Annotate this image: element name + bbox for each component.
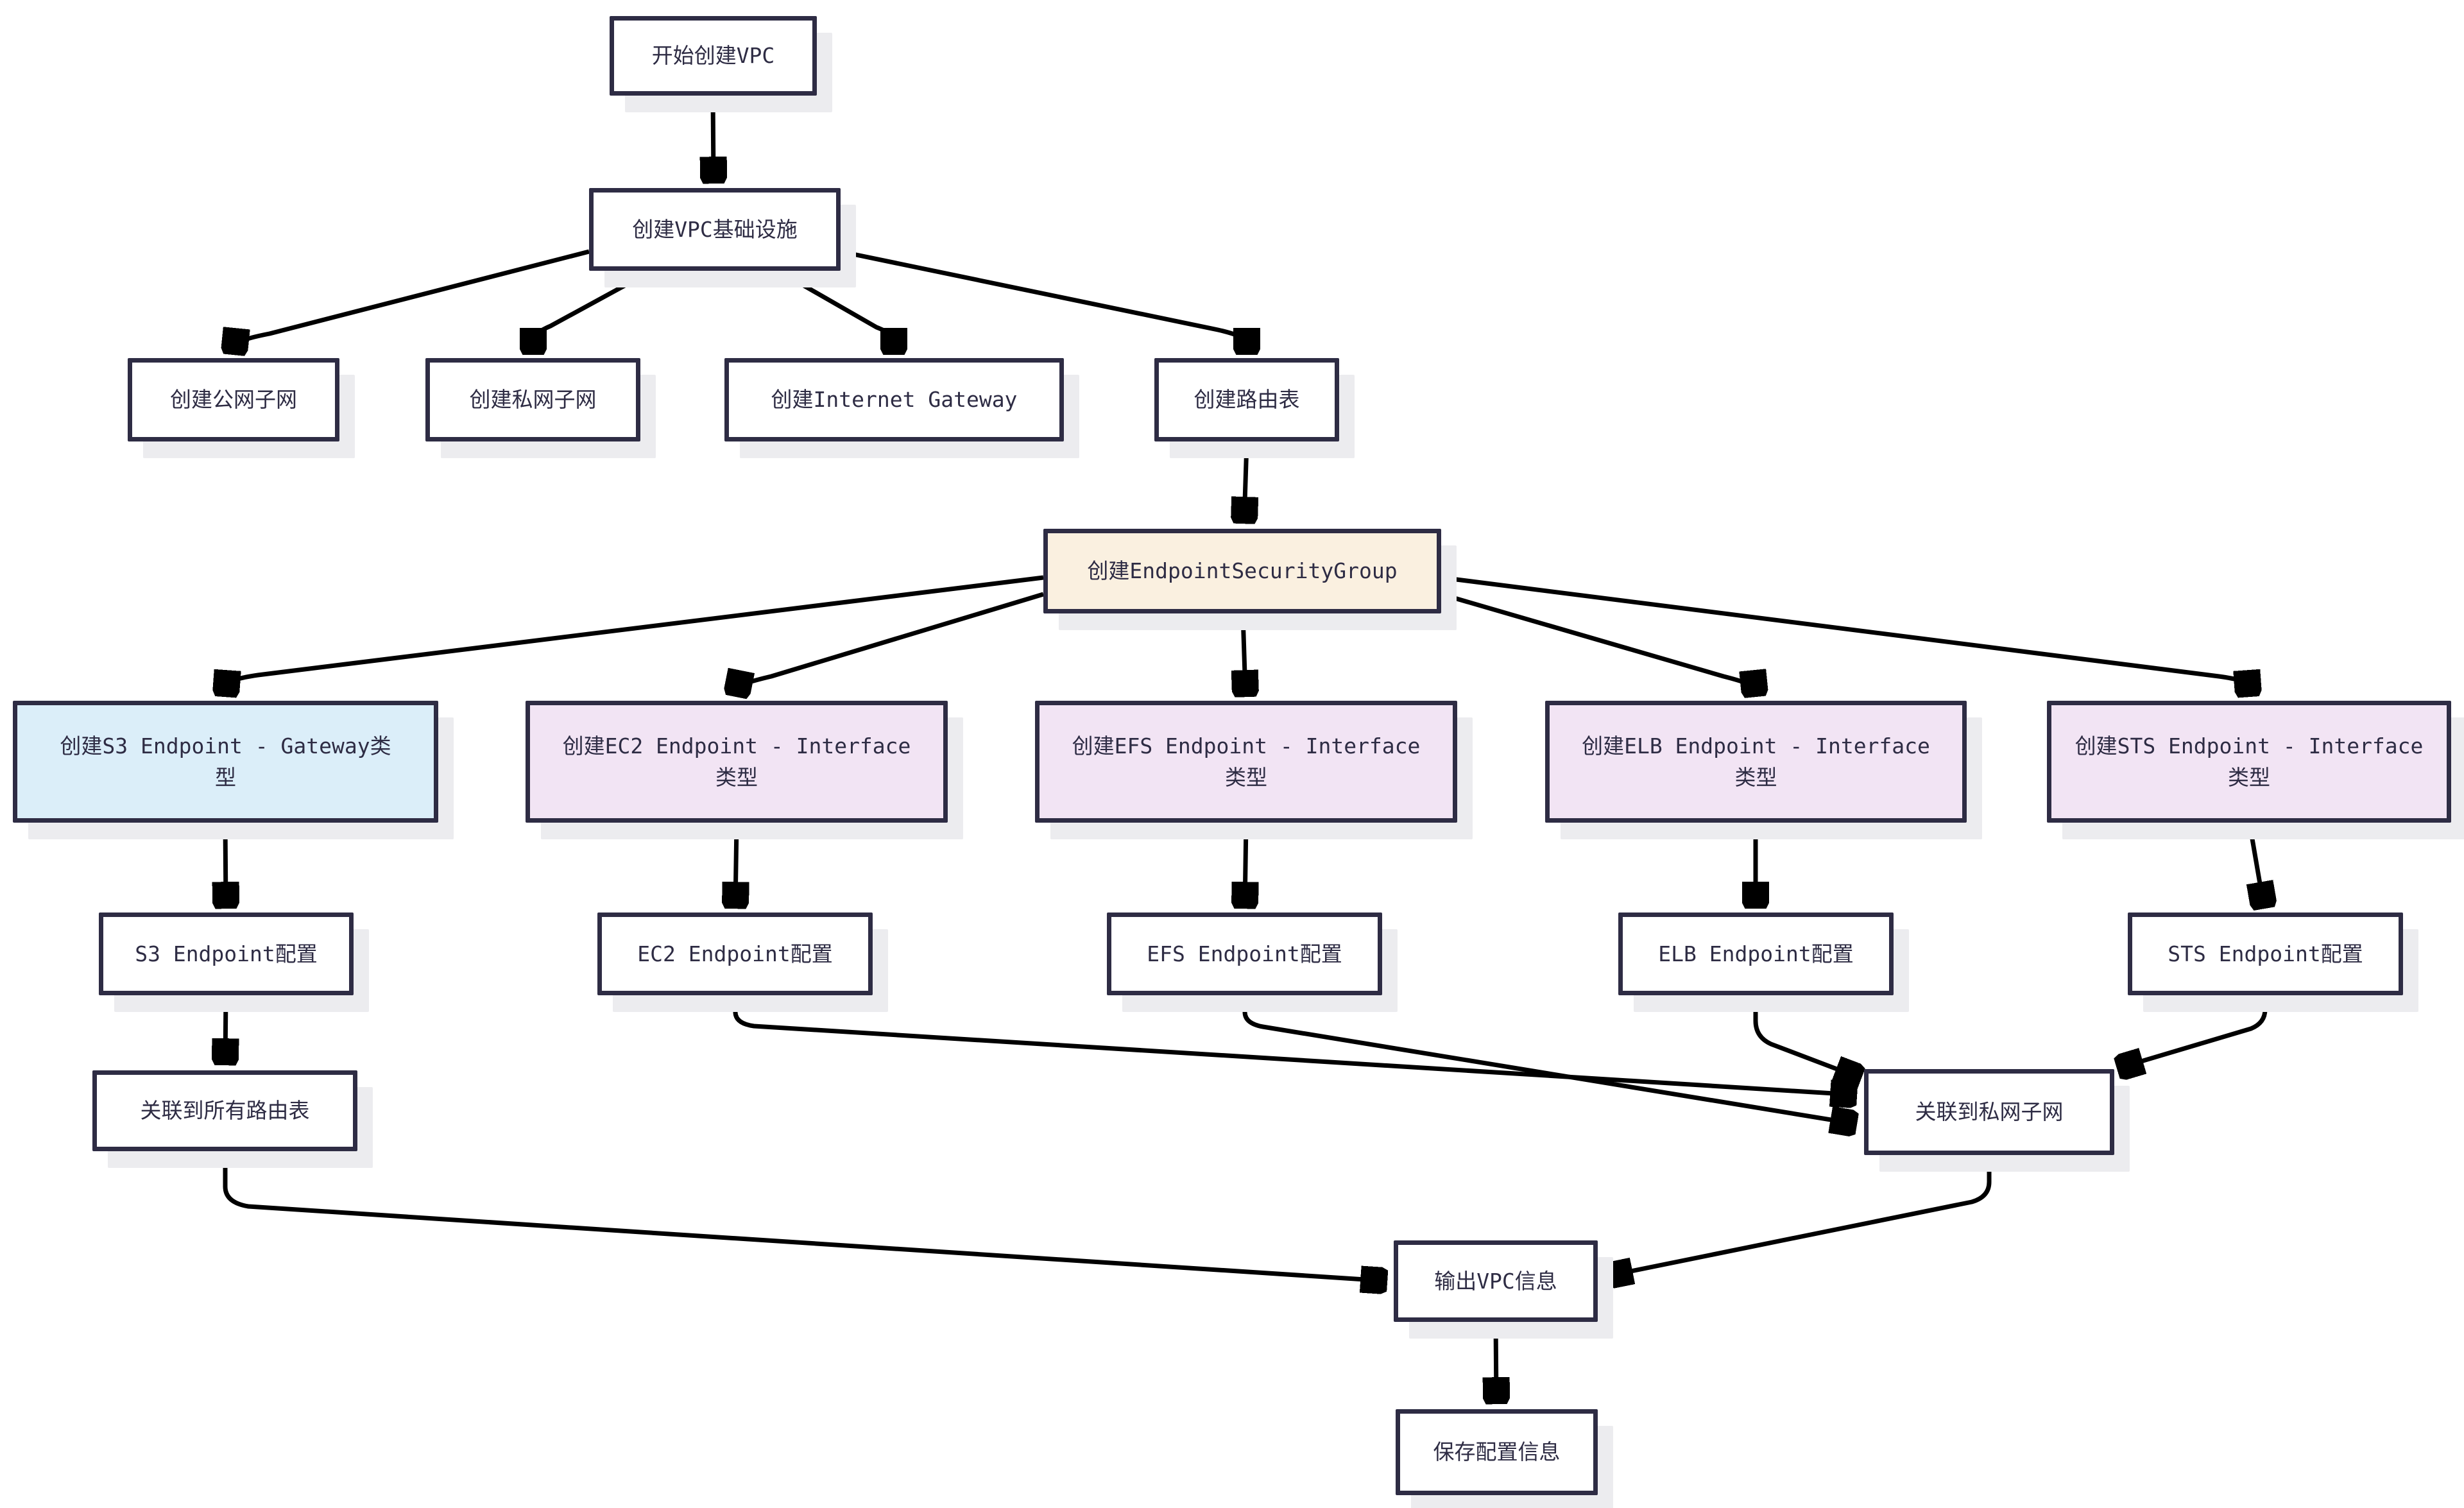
- node-internet-gateway: 创建Internet Gateway: [724, 358, 1064, 441]
- edge-s3-endpoint-to-s3-config: [225, 823, 226, 906]
- edge-endpoint-sg-to-elb-endpoint: [1441, 592, 1755, 694]
- edge-sts-config-to-assoc-private-subnet: [2119, 997, 2268, 1068]
- node-sts-endpoint: 创建STS Endpoint - Interface 类型: [2047, 701, 2451, 823]
- node-ec2-endpoint: 创建EC2 Endpoint - Interface 类型: [526, 701, 948, 823]
- edge-elb-config-to-assoc-private-subnet: [1753, 997, 1859, 1077]
- node-route-table: 创建路由表: [1154, 358, 1339, 441]
- node-public-subnet: 创建公网子网: [128, 358, 339, 441]
- edge-endpoint-sg-to-s3-endpoint: [226, 575, 1044, 694]
- node-vpc-infra: 创建VPC基础设施: [589, 188, 841, 271]
- node-save-config: 保存配置信息: [1396, 1409, 1598, 1495]
- edge-endpoint-sg-to-sts-endpoint: [1441, 575, 2248, 694]
- edge-efs-endpoint-to-efs-config: [1245, 823, 1246, 906]
- edge-efs-config-to-assoc-private-subnet: [1242, 997, 1854, 1124]
- edge-vpc-infra-to-igw: [779, 270, 894, 352]
- edge-vpc-infra-to-route-table: [840, 249, 1247, 352]
- node-efs-endpoint: 创建EFS Endpoint - Interface 类型: [1035, 701, 1457, 823]
- node-ec2-config: EC2 Endpoint配置: [597, 913, 873, 995]
- edge-ec2-endpoint-to-ec2-config: [735, 823, 737, 906]
- edge-start-to-vpc-infra: [713, 96, 714, 181]
- edge-endpoint-sg-to-ec2-endpoint: [737, 592, 1045, 694]
- node-assoc-route-tables: 关联到所有路由表: [92, 1070, 357, 1151]
- node-start: 开始创建VPC: [610, 16, 817, 96]
- edge-route-table-to-endpoint-sg: [1244, 442, 1247, 521]
- node-output-vpc-info: 输出VPC信息: [1394, 1240, 1598, 1322]
- node-private-subnet: 创建私网子网: [425, 358, 640, 441]
- edge-vpc-infra-to-public-subnet: [234, 249, 590, 352]
- edge-endpoint-sg-to-efs-endpoint: [1243, 614, 1245, 694]
- edge-s3-config-to-assoc-route-tables: [225, 996, 226, 1063]
- node-elb-endpoint: 创建ELB Endpoint - Interface 类型: [1545, 701, 1967, 823]
- edge-sts-endpoint-to-sts-config: [2250, 823, 2264, 906]
- node-sts-config: STS Endpoint配置: [2128, 913, 2403, 995]
- node-efs-config: EFS Endpoint配置: [1107, 913, 1382, 995]
- node-s3-config: S3 Endpoint配置: [99, 913, 354, 995]
- edge-assoc-route-tables-to-output-vpc: [223, 1152, 1385, 1281]
- node-elb-config: ELB Endpoint配置: [1618, 913, 1894, 995]
- edge-vpc-infra-to-private-subnet: [533, 270, 651, 352]
- edge-assoc-private-subnet-to-output-vpc: [1609, 1156, 1992, 1276]
- edge-ec2-config-to-assoc-private-subnet: [733, 997, 1854, 1095]
- node-assoc-private-subnet: 关联到私网子网: [1864, 1069, 2114, 1155]
- node-s3-endpoint: 创建S3 Endpoint - Gateway类 型: [13, 701, 438, 823]
- node-endpoint-security-group: 创建EndpointSecurityGroup: [1043, 529, 1441, 613]
